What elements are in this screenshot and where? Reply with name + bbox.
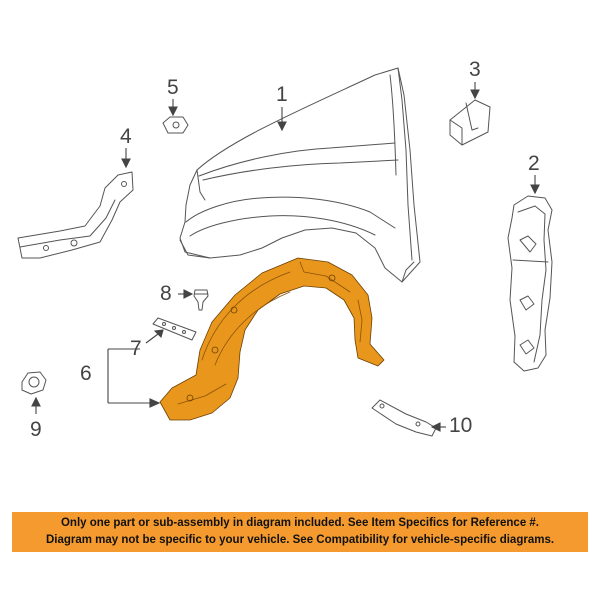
strap-part-7 (152, 317, 197, 341)
callout-8: 8 (160, 282, 172, 305)
disclaimer-line-2: Diagram may not be specific to your vehi… (45, 534, 555, 546)
callout-9: 9 (30, 418, 42, 441)
bracket-part-10 (371, 399, 437, 437)
fender-liner-part-6 (159, 257, 385, 421)
leader-10 (430, 422, 446, 432)
screw-part-8 (193, 289, 209, 311)
bracket-part-2 (507, 195, 553, 372)
leader-6-arrow (149, 398, 161, 408)
callout-2: 2 (528, 152, 540, 175)
leader-3 (470, 82, 480, 100)
callout-6: 6 (80, 362, 92, 385)
callout-4: 4 (120, 125, 132, 148)
leader-5 (168, 99, 178, 117)
leader-4 (121, 148, 131, 169)
disclaimer-line-1: Only one part or sub-assembly in diagram… (60, 517, 540, 529)
leader-9 (31, 396, 41, 414)
leader-8 (178, 289, 194, 299)
fender-part-1 (179, 67, 421, 283)
leader-7 (145, 329, 164, 344)
callout-1: 1 (276, 83, 288, 106)
callout-10: 10 (449, 414, 473, 437)
callout-7: 7 (130, 337, 142, 360)
apron-part-4 (17, 171, 134, 259)
leader-6 (107, 348, 152, 404)
callout-3: 3 (469, 58, 481, 81)
disclaimer-banner: Only one part or sub-assembly in diagram… (12, 512, 588, 552)
callout-5: 5 (167, 76, 179, 99)
leader-2 (530, 175, 540, 195)
support-part-3 (449, 99, 491, 146)
leader-1 (277, 107, 287, 132)
push-clip-part-9 (21, 371, 47, 395)
clip-nut-part-5 (162, 116, 189, 134)
